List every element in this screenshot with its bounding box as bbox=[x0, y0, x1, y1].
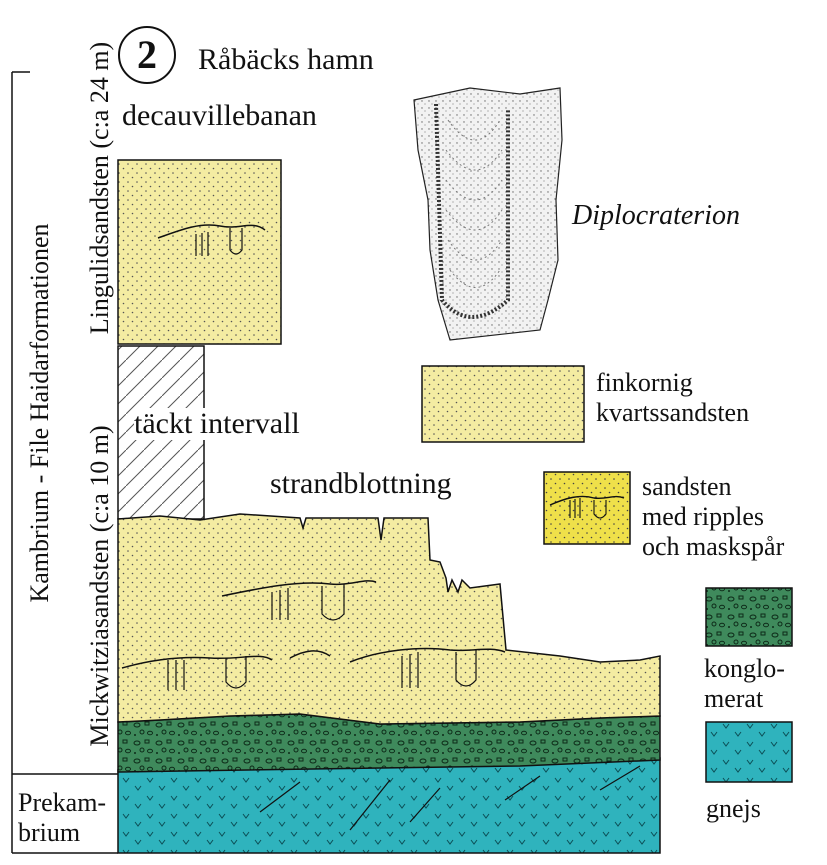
upper-outcrop-label: decauvillebanan bbox=[122, 99, 317, 132]
legend-label-line: sandsten bbox=[642, 472, 732, 501]
legend-swatch-sandstone bbox=[421, 365, 585, 443]
legend-label-line: konglo- bbox=[704, 654, 785, 683]
legend-label-conglomerate: konglo- merat bbox=[704, 654, 785, 714]
legend-label-gneiss: gnejs bbox=[706, 794, 761, 824]
basement-label: Prekam- brium bbox=[18, 788, 106, 848]
stratigraphic-axis bbox=[11, 71, 118, 854]
section-number-badge: 2 bbox=[118, 26, 176, 84]
legend-label-line: med ripples bbox=[642, 502, 765, 531]
upper-unit-label: Lingulidsandsten (c:a 24 m) bbox=[85, 41, 114, 335]
legend-swatch-conglomerate bbox=[705, 587, 793, 647]
upper-sandstone-block bbox=[117, 159, 282, 345]
locality-title: Råbäcks hamn bbox=[198, 43, 374, 76]
shore-exposure-label: strandblottning bbox=[270, 467, 452, 500]
legend-label-sandstone: finkornig kvartssandsten bbox=[596, 368, 749, 428]
legend-label-line: och maskspår bbox=[642, 532, 785, 561]
lower-unit-label: Mickwitziasandsten (c:a 10 m) bbox=[85, 425, 114, 747]
legend-label-line: kvartssandsten bbox=[596, 398, 750, 427]
diplocraterion-fossil bbox=[413, 87, 563, 341]
legend-swatch-rippled-sandstone bbox=[543, 471, 631, 545]
legend-label-line: merat bbox=[704, 684, 764, 713]
lower-sandstone-block bbox=[117, 513, 661, 725]
legend-swatches bbox=[421, 365, 793, 783]
basement-label-line: Prekam- bbox=[18, 788, 107, 817]
legend-label-rippled-sandstone: sandsten med ripples och maskspår bbox=[642, 472, 784, 562]
legend-label-line: finkornig bbox=[596, 368, 693, 397]
covered-interval-label: täckt intervall bbox=[134, 407, 300, 440]
formation-label: Kambrium - File Haidarformationen bbox=[25, 223, 54, 603]
gneiss-layer bbox=[117, 757, 661, 854]
legend-label-line: gnejs bbox=[706, 794, 761, 823]
fossil-name: Diplocraterion bbox=[572, 200, 740, 231]
basement-label-line: brium bbox=[18, 818, 81, 847]
legend-swatch-gneiss bbox=[705, 721, 793, 783]
